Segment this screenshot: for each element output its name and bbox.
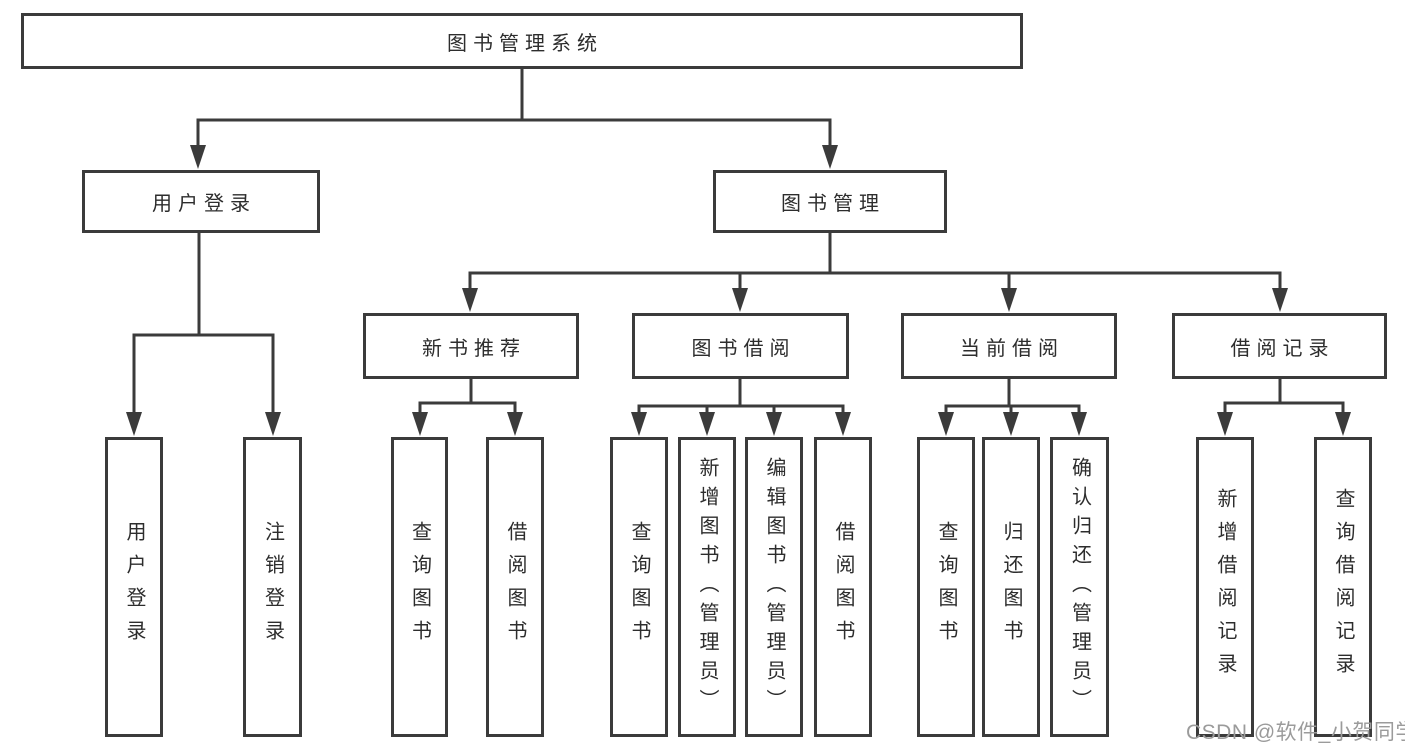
leaf-return-book-label: 归还图书 — [1000, 521, 1022, 653]
leaf-query-books-2-label: 查询图书 — [628, 521, 650, 653]
leaf-return-book: 归还图书 — [982, 437, 1040, 737]
node-user-login-label: 用户登录 — [152, 193, 256, 215]
leaf-confirm-return-admin-label: 确认归还（管理员） — [1068, 456, 1091, 718]
node-user-login: 用户登录 — [82, 170, 320, 233]
leaf-user-login: 用户登录 — [105, 437, 163, 737]
leaf-edit-book-admin-label: 编辑图书（管理员） — [763, 456, 785, 718]
leaf-logout-label: 注销登录 — [261, 521, 284, 653]
leaf-add-borrow-record: 新增借阅记录 — [1196, 437, 1254, 737]
node-new-book-recommend-label: 新书推荐 — [422, 337, 526, 360]
leaf-logout: 注销登录 — [243, 437, 302, 737]
node-book-borrow-label: 图书借阅 — [691, 337, 796, 360]
leaf-borrow-books-2: 借阅图书 — [814, 437, 872, 737]
leaf-query-borrow-record: 查询借阅记录 — [1314, 437, 1372, 737]
leaf-borrow-books-1-label: 借阅图书 — [504, 521, 526, 653]
node-library-system: 图书管理系统 — [21, 13, 1023, 69]
leaf-confirm-return-admin: 确认归还（管理员） — [1050, 437, 1109, 737]
connector-strokes — [132, 68, 1345, 414]
node-book-management: 图书管理 — [713, 170, 947, 233]
node-new-book-recommend: 新书推荐 — [363, 313, 579, 379]
leaf-user-login-label: 用户登录 — [123, 521, 145, 653]
leaf-query-borrow-record-label: 查询借阅记录 — [1332, 488, 1354, 686]
leaf-add-book-admin: 新增图书（管理员） — [678, 437, 736, 737]
node-current-borrow-label: 当前借阅 — [960, 337, 1064, 360]
leaf-add-book-admin-label: 新增图书（管理员） — [696, 456, 718, 718]
leaf-borrow-books-2-label: 借阅图书 — [832, 521, 854, 653]
leaf-add-borrow-record-label: 新增借阅记录 — [1214, 488, 1236, 686]
watermark: CSDN @软件_小贺同学 — [1186, 721, 1405, 744]
leaf-query-books-1-label: 查询图书 — [408, 521, 431, 653]
leaf-query-books-2: 查询图书 — [610, 437, 668, 737]
node-library-system-label: 图书管理系统 — [447, 32, 603, 55]
node-borrow-records: 借阅记录 — [1172, 313, 1387, 379]
node-book-borrow: 图书借阅 — [632, 313, 849, 379]
leaf-query-books-1: 查询图书 — [391, 437, 448, 737]
node-borrow-records-label: 借阅记录 — [1230, 337, 1335, 360]
leaf-edit-book-admin: 编辑图书（管理员） — [745, 437, 803, 737]
node-current-borrow: 当前借阅 — [901, 313, 1117, 379]
leaf-borrow-books-1: 借阅图书 — [486, 437, 544, 737]
leaf-query-books-3: 查询图书 — [917, 437, 975, 737]
arrowheads — [126, 145, 1351, 436]
leaf-query-books-3-label: 查询图书 — [935, 521, 957, 653]
node-book-management-label: 图书管理 — [781, 193, 885, 215]
